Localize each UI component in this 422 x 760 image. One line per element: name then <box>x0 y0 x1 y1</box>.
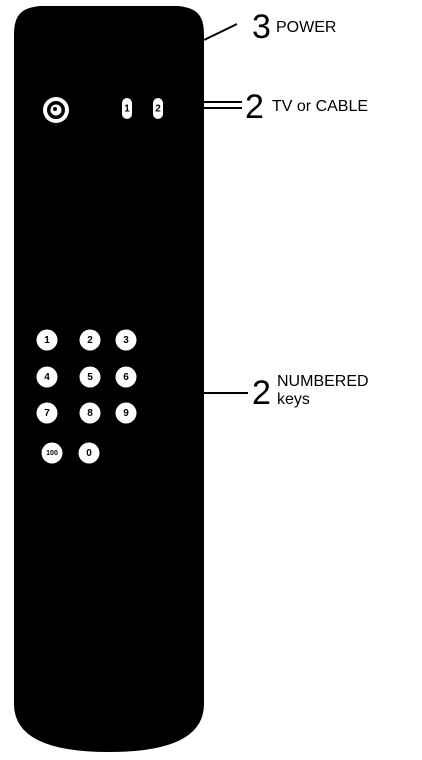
number-key-face <box>36 366 58 388</box>
number-key-face <box>41 442 63 464</box>
number-key-face <box>115 329 137 351</box>
number-key-6[interactable]: 6 <box>115 366 137 388</box>
number-key-9[interactable]: 9 <box>115 402 137 424</box>
number-key-8[interactable]: 8 <box>79 402 101 424</box>
power-callout-line <box>203 23 238 41</box>
number-key-label: 3 <box>123 335 129 346</box>
power-callout-label: POWER <box>276 19 336 36</box>
power-button[interactable] <box>43 97 69 123</box>
numbered-keypad: 1 2 3 4 5 6 7 8 9 100 0 <box>36 329 137 464</box>
number-key-label: 5 <box>87 372 93 383</box>
number-key-face <box>79 366 101 388</box>
numbered-callout-label-line1: NUMBERED <box>277 373 369 390</box>
number-key-label: 2 <box>87 335 93 346</box>
numbered-callout-label-line2: keys <box>277 391 310 408</box>
cable-mode-label: 2 <box>155 104 161 115</box>
remote-body <box>14 6 204 752</box>
cable-mode-button[interactable]: 2 <box>153 98 163 119</box>
number-key-label: 0 <box>86 448 92 459</box>
tv-cable-callout-label: TV or CABLE <box>272 98 368 115</box>
number-key-label: 9 <box>123 408 129 419</box>
power-step-number: 3 <box>252 8 271 46</box>
number-key-100[interactable]: 100 <box>41 442 63 464</box>
tv-mode-label: 1 <box>124 104 130 115</box>
number-key-2[interactable]: 2 <box>79 329 101 351</box>
number-key-5[interactable]: 5 <box>79 366 101 388</box>
number-key-4[interactable]: 4 <box>36 366 58 388</box>
number-key-face <box>78 442 100 464</box>
number-key-face <box>36 329 58 351</box>
number-key-face <box>36 402 58 424</box>
number-key-label: 1 <box>44 335 50 346</box>
number-key-label: 100 <box>46 450 58 457</box>
number-key-1[interactable]: 1 <box>36 329 58 351</box>
number-key-label: 6 <box>123 372 129 383</box>
number-key-7[interactable]: 7 <box>36 402 58 424</box>
number-key-label: 7 <box>44 408 50 419</box>
number-key-face <box>115 366 137 388</box>
number-key-3[interactable]: 3 <box>115 329 137 351</box>
number-key-label: 8 <box>87 408 93 419</box>
number-key-face <box>79 329 101 351</box>
number-key-face <box>79 402 101 424</box>
numbered-step-number: 2 <box>252 374 271 412</box>
number-key-0[interactable]: 0 <box>78 442 100 464</box>
number-key-face <box>115 402 137 424</box>
tv-cable-step-number: 2 <box>245 88 264 126</box>
tv-mode-button[interactable]: 1 <box>122 98 132 119</box>
number-key-label: 4 <box>44 372 50 383</box>
